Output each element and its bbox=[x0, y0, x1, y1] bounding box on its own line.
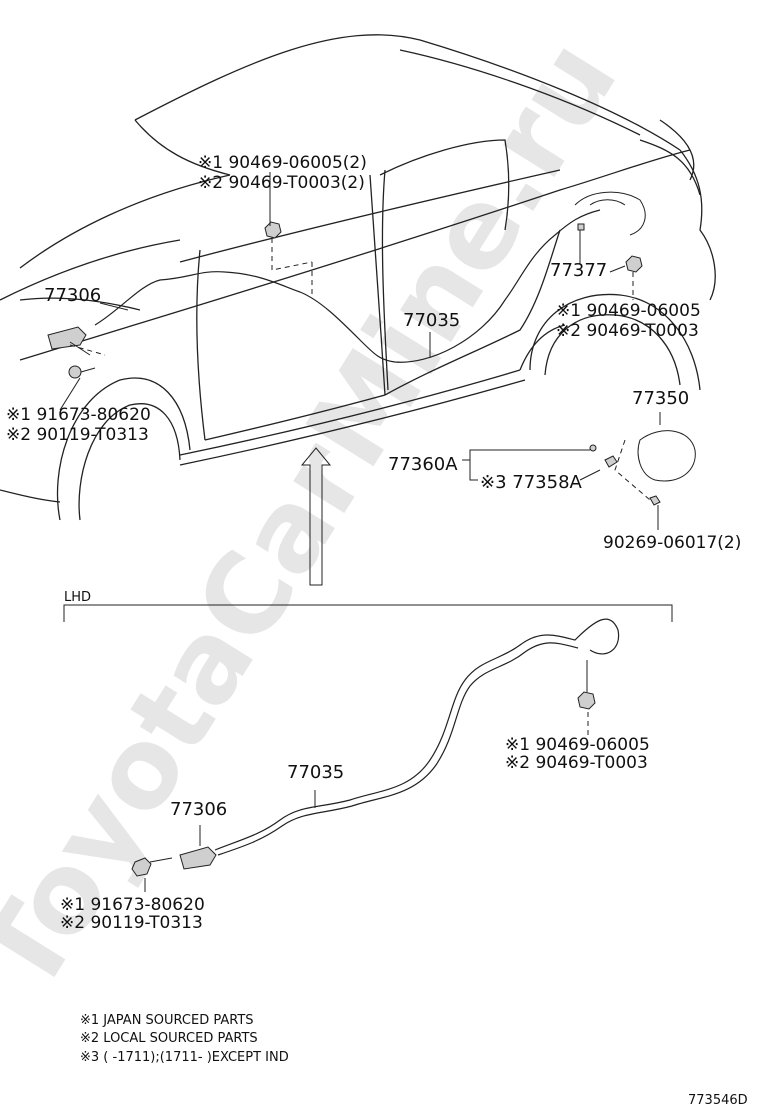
diagram-id: 773546D bbox=[688, 1093, 748, 1108]
clip-icon bbox=[264, 221, 282, 239]
clip-icon bbox=[625, 255, 643, 273]
clip-icon bbox=[577, 691, 596, 710]
callout-center-line2: ※2 90469-T0003(2) bbox=[198, 173, 365, 193]
spring-icon bbox=[577, 223, 585, 231]
section-label-lhd: LHD bbox=[64, 590, 91, 605]
label-90269: 90269-06017(2) bbox=[603, 533, 741, 553]
upper-parts bbox=[47, 221, 696, 506]
lid-lock-icon bbox=[589, 444, 597, 452]
lower-labels: LHD ※1 90469-06005 ※2 90469-T0003 77035 … bbox=[60, 590, 650, 933]
lhd-bracket bbox=[63, 604, 673, 622]
screw-icon bbox=[649, 495, 661, 506]
label-77377: 77377 bbox=[550, 260, 607, 281]
car-body-outline bbox=[0, 34, 716, 521]
callout-right-line1: ※1 90469-06005 bbox=[556, 301, 701, 321]
opener-lever-icon bbox=[179, 846, 217, 870]
label-77306: 77306 bbox=[44, 285, 101, 306]
lower-callout-right-line1: ※1 90469-06005 bbox=[505, 735, 650, 755]
callout-center-line1: ※1 90469-06005(2) bbox=[198, 153, 367, 173]
label-77358a: ※3 77358A bbox=[480, 472, 583, 493]
lid-spring-icon bbox=[604, 455, 618, 468]
opener-lever-icon bbox=[47, 326, 87, 350]
lower-bolt-line2: ※2 90119-T0313 bbox=[60, 913, 203, 933]
label-77360a: 77360A bbox=[388, 454, 458, 475]
bolt-icon bbox=[68, 365, 96, 379]
bolt-left-line2: ※2 90119-T0313 bbox=[6, 425, 149, 445]
bolt-left-line1: ※1 91673-80620 bbox=[6, 405, 151, 425]
footnote-1: ※1 JAPAN SOURCED PARTS bbox=[80, 1013, 254, 1028]
lower-bolt-line1: ※1 91673-80620 bbox=[60, 895, 205, 915]
label-77035: 77035 bbox=[403, 310, 460, 331]
lower-callout-right-line2: ※2 90469-T0003 bbox=[505, 753, 648, 773]
upper-labels: ※1 90469-06005(2) ※2 90469-T0003(2) 7730… bbox=[6, 153, 741, 553]
lower-label-77035: 77035 bbox=[287, 762, 344, 783]
bolt-icon bbox=[131, 857, 173, 877]
direction-arrow bbox=[300, 447, 332, 586]
lower-assembly bbox=[131, 618, 620, 892]
fuel-lid-icon bbox=[637, 430, 696, 482]
footnotes: ※1 JAPAN SOURCED PARTS ※2 LOCAL SOURCED … bbox=[80, 1013, 748, 1108]
footnote-3: ※3 ( -1711);(1711- )EXCEPT IND bbox=[80, 1050, 289, 1065]
label-77350: 77350 bbox=[632, 388, 689, 409]
callout-right-line2: ※2 90469-T0003 bbox=[556, 321, 699, 341]
upper-leaders bbox=[59, 172, 661, 530]
footnote-2: ※2 LOCAL SOURCED PARTS bbox=[80, 1031, 258, 1046]
lower-label-77306: 77306 bbox=[170, 799, 227, 820]
